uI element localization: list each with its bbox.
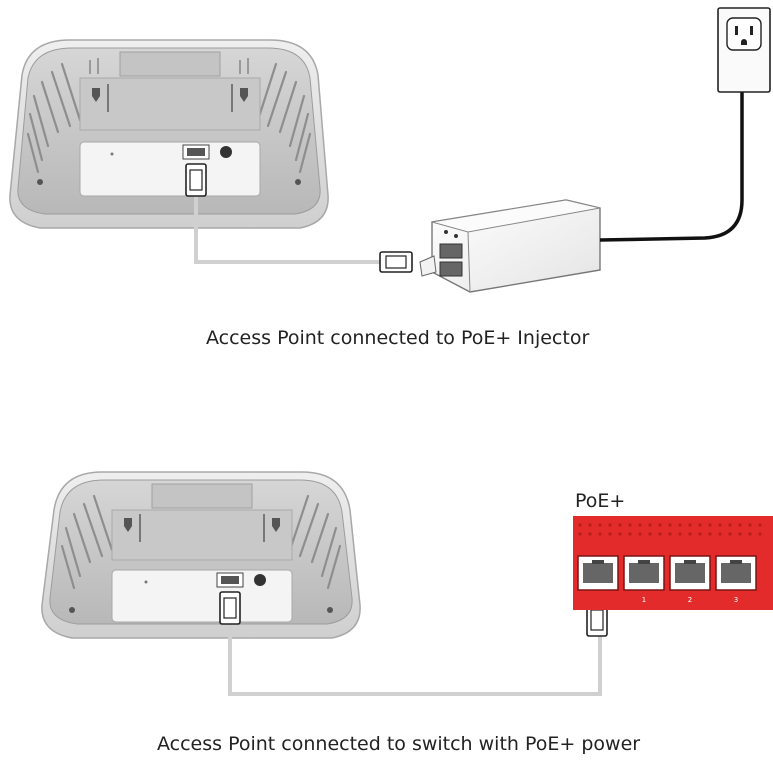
wall-outlet <box>718 8 770 92</box>
poe-switch: 1 2 3 <box>573 516 773 610</box>
switch-port-3 <box>716 556 756 590</box>
switch-poe-label: PoE+ <box>575 490 625 512</box>
access-point-top <box>10 40 328 228</box>
poe-injector <box>420 200 600 292</box>
caption-switch: Access Point connected to switch with Po… <box>157 733 640 755</box>
access-point-bottom <box>42 472 360 638</box>
switch-port-1 <box>624 556 664 590</box>
switch-port-0 <box>578 556 618 590</box>
port-number-1: 1 <box>642 596 646 604</box>
caption-injector: Access Point connected to PoE+ Injector <box>206 327 589 349</box>
port-number-2: 2 <box>688 596 692 604</box>
switch-port-2 <box>670 556 710 590</box>
port-number-3: 3 <box>734 596 738 604</box>
